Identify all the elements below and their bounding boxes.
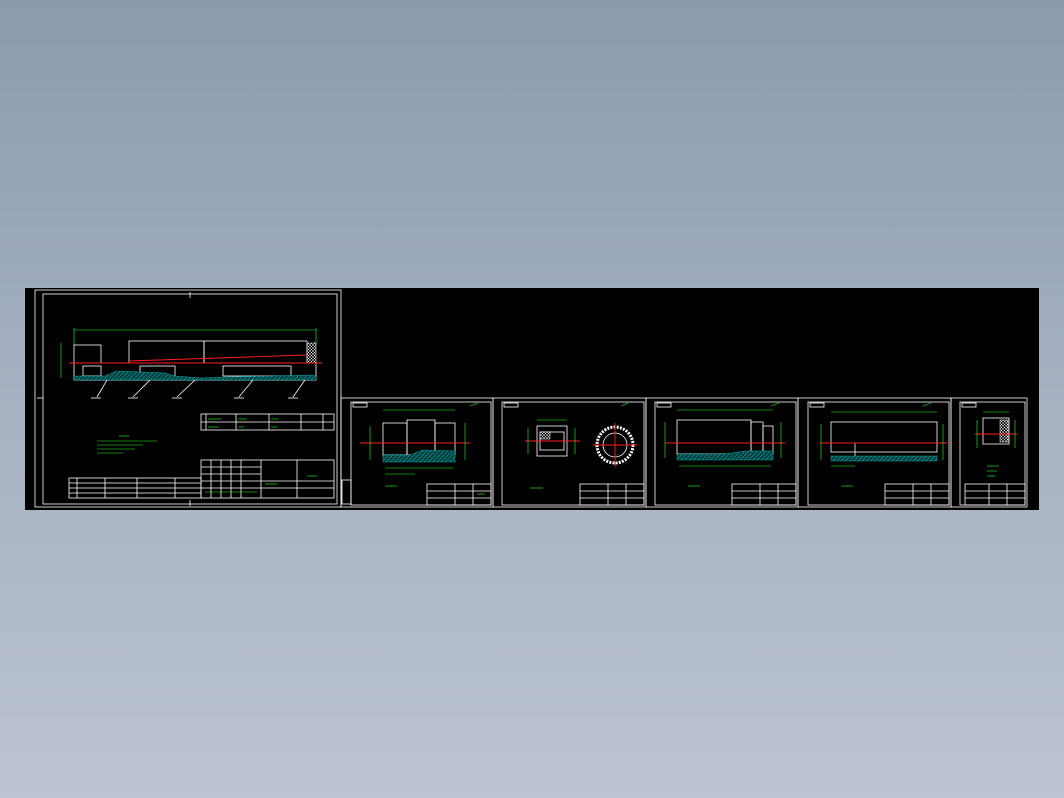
title-block bbox=[68, 459, 335, 499]
sheet-inner-border bbox=[807, 401, 950, 506]
part-title-block bbox=[884, 483, 950, 506]
taper-line bbox=[128, 354, 308, 362]
assembly-sheet-inner-border bbox=[42, 293, 338, 505]
part-title-block bbox=[426, 483, 492, 506]
part-leader-line bbox=[292, 379, 306, 398]
sleeve-section-hatch bbox=[539, 431, 551, 440]
shaft-segment bbox=[406, 419, 436, 456]
cover-section-hatch bbox=[999, 419, 1009, 443]
shaft-segment bbox=[382, 422, 408, 456]
sheet-inner-border bbox=[959, 401, 1026, 506]
part-leader-line bbox=[132, 379, 151, 398]
roughness-symbol bbox=[922, 402, 932, 407]
shaft-segment bbox=[203, 340, 308, 364]
sheet-border bbox=[950, 397, 1028, 508]
sheet-inner-border bbox=[350, 401, 492, 506]
part-sheet-3 bbox=[492, 397, 647, 508]
shaft-segment bbox=[762, 425, 774, 455]
assembly-view bbox=[60, 328, 322, 399]
sheet-inner-border bbox=[501, 401, 645, 506]
cover-outline bbox=[982, 417, 1010, 445]
assembly-sheet bbox=[34, 289, 342, 508]
parts-list-table bbox=[200, 413, 335, 431]
part-sheet-2 bbox=[340, 397, 494, 508]
drawing-number-box bbox=[352, 402, 368, 408]
hatched-section bbox=[676, 450, 774, 461]
drawing-number-box bbox=[961, 402, 977, 408]
shaft-segment bbox=[750, 421, 764, 455]
part-leader-line bbox=[238, 379, 254, 398]
shaft-segment bbox=[434, 422, 456, 456]
part-leader-line bbox=[96, 379, 108, 398]
part-leader-line bbox=[176, 379, 196, 398]
technical-notes bbox=[97, 435, 157, 454]
roughness-symbol bbox=[770, 402, 780, 407]
shaft-segment bbox=[73, 344, 102, 364]
binding-margin-strip bbox=[341, 479, 352, 505]
part-sheet-5 bbox=[797, 397, 952, 508]
cad-drawing-canvas bbox=[34, 289, 1028, 508]
part-sheet-4 bbox=[645, 397, 799, 508]
bore-feature bbox=[222, 365, 292, 377]
drawing-number-box bbox=[809, 402, 825, 408]
drawing-number-box bbox=[503, 402, 519, 408]
assembly-sheet-outer-border bbox=[34, 289, 342, 508]
bore-feature bbox=[82, 365, 102, 377]
part-title-block bbox=[731, 483, 797, 506]
bearing-section bbox=[306, 342, 317, 364]
roughness-symbol bbox=[469, 402, 479, 407]
part-title-block bbox=[579, 483, 645, 506]
sheet-inner-border bbox=[654, 401, 797, 506]
shaft-body bbox=[830, 421, 938, 453]
shaft-segment bbox=[676, 419, 752, 455]
hatched-section bbox=[73, 370, 317, 381]
hatched-section bbox=[830, 455, 938, 462]
roughness-symbol bbox=[620, 402, 629, 407]
hatched-section bbox=[382, 449, 456, 463]
part-sheet-6 bbox=[950, 397, 1028, 508]
part-title-block bbox=[964, 483, 1026, 506]
drawing-number-box bbox=[656, 402, 672, 408]
cad-viewport[interactable] bbox=[25, 288, 1039, 510]
